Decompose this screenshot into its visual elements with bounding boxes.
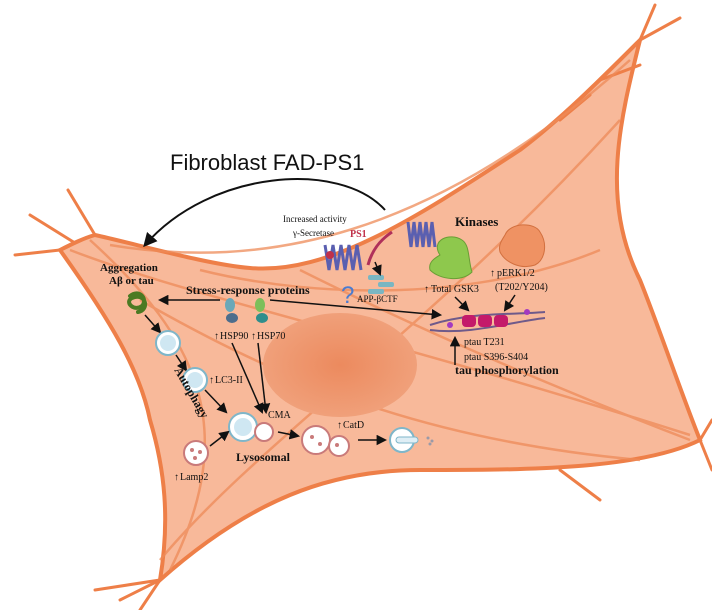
autophagosome-2 bbox=[182, 367, 208, 393]
lysosome-step-arrow-1 bbox=[277, 429, 301, 440]
ps1-to-app-arrow bbox=[371, 261, 382, 276]
app-bctf-fragments bbox=[368, 275, 394, 294]
question-mark-icon: ? bbox=[341, 282, 354, 309]
erk-to-tau-arrow bbox=[503, 294, 516, 312]
lamp2-vesicle bbox=[183, 440, 209, 466]
lysosome-degradation bbox=[389, 427, 434, 453]
lysosomal-label: Lysosomal bbox=[236, 450, 291, 464]
perk-sites-label: (T202/Y204) bbox=[495, 282, 548, 293]
ptau-s396-label: ptau S396-S404 bbox=[464, 352, 528, 363]
abeta-tau-label: Aβ or tau bbox=[109, 275, 154, 287]
lamp2-to-lysosome-arrow bbox=[209, 430, 230, 447]
stress-response-label: Stress-response proteins bbox=[186, 283, 310, 297]
tau-filament bbox=[429, 309, 546, 333]
hsp70-to-cma-arrow bbox=[257, 342, 271, 415]
hsp90-to-cma-arrow bbox=[231, 342, 264, 414]
increased-activity-label: Increased activity bbox=[283, 214, 347, 224]
erk-kinase bbox=[499, 224, 546, 267]
perk-label: ↑pERK1/2 bbox=[490, 268, 535, 279]
ps1-label: PS1 bbox=[350, 229, 367, 240]
lamp2-label: ↑Lamp2 bbox=[174, 472, 208, 483]
aggregate-icon bbox=[127, 291, 148, 314]
aggregate-to-autophagosome-arrow bbox=[144, 314, 162, 334]
lysosome-fusion-2 bbox=[301, 425, 350, 457]
gsk3-kinase bbox=[429, 236, 473, 279]
hsp70-label: ↑HSP70 bbox=[251, 331, 285, 342]
kinases-label: Kinases bbox=[455, 214, 498, 229]
autophagy-to-lysosome-arrow bbox=[204, 389, 228, 414]
lysosome-fusion-1 bbox=[228, 412, 274, 442]
ptau-t231-label: ptau T231 bbox=[464, 337, 505, 348]
app-bctf-label: APP-βCTF bbox=[357, 294, 398, 304]
total-gsk3-label: ↑Total GSK3 bbox=[424, 284, 479, 295]
hsp70-protein-icon bbox=[255, 298, 268, 323]
nucleus bbox=[263, 313, 417, 417]
aggregation-label: Aggregation bbox=[100, 262, 158, 274]
autophagy-step-arrow-1 bbox=[175, 354, 188, 372]
stress-to-tau-arrow bbox=[269, 299, 443, 320]
tau-phosphorylation-label: tau phosphorylation bbox=[455, 363, 559, 377]
gamma-secretase-label: γ-Secretase bbox=[292, 228, 334, 238]
ps1-to-aggregation-arrow bbox=[143, 178, 386, 248]
ps1-membrane-protein bbox=[323, 221, 437, 271]
cma-label: CMA bbox=[268, 410, 292, 421]
autophagosome-1 bbox=[155, 330, 181, 356]
diagram-title: Fibroblast FAD-PS1 bbox=[170, 150, 364, 175]
hsp90-label: ↑HSP90 bbox=[214, 331, 248, 342]
lc3-label: ↑LC3-II bbox=[209, 375, 243, 386]
hsp90-protein-icon bbox=[225, 298, 238, 323]
catd-label: ↑CatD bbox=[337, 420, 364, 431]
gsk3-to-tau-arrow bbox=[454, 296, 470, 312]
